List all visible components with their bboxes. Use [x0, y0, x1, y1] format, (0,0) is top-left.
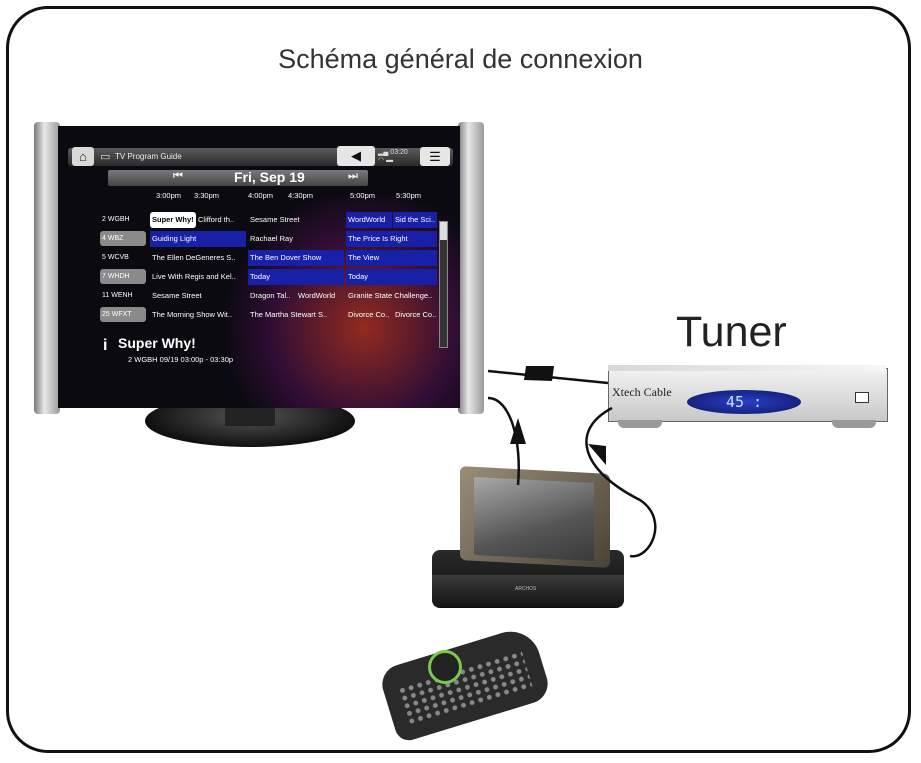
program-cell: WordWorld — [298, 291, 336, 300]
program-cell: Dragon Tal.. — [250, 291, 291, 300]
signal-icon: ▂▄ — [378, 149, 391, 156]
wifi-icon: ◠ — [378, 157, 387, 164]
tuner-foot — [618, 420, 662, 428]
tv-screen: ⌂ ▭ TV Program Guide ◀ ▂▄ 03:20 ◠ ▬ ☰ ⏮ … — [58, 126, 460, 408]
tv-icon: ▭ — [100, 151, 111, 163]
info-program-detail: 2 WGBH 09/19 03:00p - 03:30p — [128, 355, 234, 364]
back-arrow-icon: ◀ — [337, 146, 375, 166]
status-time-text: 03:20 — [390, 149, 408, 156]
tv-speaker-right — [458, 122, 484, 414]
arrow-down-to-dock — [588, 444, 606, 465]
home-icon: ⌂ — [72, 147, 94, 166]
program-cell: Divorce Co.. — [395, 310, 437, 319]
tuner-top-panel — [608, 365, 886, 371]
program-cell: WordWorld — [346, 212, 392, 228]
program-cell: Divorce Co.. — [348, 310, 390, 319]
channel-label: 25 WFXT — [100, 307, 146, 322]
program-cell: Guiding Light — [150, 231, 246, 247]
program-cell: Today — [346, 269, 437, 285]
program-cell: The View — [346, 250, 437, 266]
menu-icon: ☰ — [420, 147, 450, 166]
guide-date: Fri, Sep 19 — [234, 169, 305, 185]
television: ⌂ ▭ TV Program Guide ◀ ▂▄ 03:20 ◠ ▬ ☰ ⏮ … — [34, 122, 484, 422]
tuner-button — [855, 392, 869, 403]
dock-front — [432, 575, 624, 607]
next-day-icon: ⏭ — [348, 170, 358, 182]
diagram-title: Schéma général de connexion — [278, 44, 643, 74]
status-time: ▂▄ 03:20 ◠ ▬ — [378, 148, 408, 164]
program-cell: The Morning Show Wit.. — [152, 310, 233, 319]
program-cell: Rachael Ray — [250, 234, 293, 243]
program-cell: The Martha Stewart S.. — [250, 310, 328, 319]
tuner-label: Tuner — [676, 308, 787, 356]
guide-scrollbar — [439, 221, 448, 348]
program-cell: Clifford th.. — [198, 215, 235, 224]
time-slot: 3:30pm — [194, 191, 220, 200]
previous-day-icon: ⏮ — [173, 170, 183, 182]
program-cell: Granite State Challenge.. — [348, 291, 433, 300]
channel-label: 11 WENH — [102, 292, 133, 299]
program-cell: Live With Regis and Kel.. — [152, 272, 236, 281]
time-slot: 4:00pm — [248, 191, 274, 200]
program-cell: Sid the Sci.. — [393, 212, 437, 228]
time-slot: 5:00pm — [350, 191, 376, 200]
channel-label: 5 WCVB — [102, 254, 129, 261]
tuner-foot — [832, 420, 876, 428]
channel-label: 7 WHDH — [100, 269, 146, 284]
program-cell: Sesame Street — [152, 291, 202, 300]
channel-label: 4 WBZ — [100, 231, 146, 246]
program-cell: Sesame Street — [250, 215, 300, 224]
program-cell: The Price Is Right — [346, 231, 437, 247]
tv-neck — [225, 406, 275, 426]
arrow-to-tv — [524, 366, 554, 381]
tv-speaker-left — [34, 122, 60, 414]
arrow-up-to-tv — [510, 418, 526, 444]
channel-label: 2 WGBH — [102, 216, 130, 223]
program-cell: Today — [248, 269, 344, 285]
program-guide: ⌂ ▭ TV Program Guide ◀ ▂▄ 03:20 ◠ ▬ ☰ ⏮ … — [58, 126, 460, 408]
program-cell: The Ben Dover Show — [248, 250, 344, 266]
scrollbar-thumb — [440, 222, 447, 240]
info-icon: i — [103, 337, 108, 354]
program-cell: The Ellen DeGeneres S.. — [152, 253, 236, 262]
battery-icon: ▬ — [386, 157, 394, 164]
date-bar — [108, 170, 368, 186]
remote-navigation-ring — [428, 650, 462, 684]
program-cell: Super Why! — [150, 212, 196, 228]
tuner-display: 45 : — [687, 390, 801, 414]
time-slot: 5:30pm — [396, 191, 422, 200]
time-slot: 3:00pm — [156, 191, 182, 200]
info-program-title: Super Why! — [118, 335, 196, 351]
time-slot: 4:30pm — [288, 191, 314, 200]
cable-tuner-to-dock — [585, 406, 657, 558]
tuner-brand: Xtech Cable — [612, 385, 672, 399]
diagram-frame — [6, 6, 911, 753]
dock-logo: ARCHOS — [515, 586, 537, 592]
cable-dock-to-tv — [487, 396, 520, 486]
guide-app-title: TV Program Guide — [115, 152, 182, 161]
